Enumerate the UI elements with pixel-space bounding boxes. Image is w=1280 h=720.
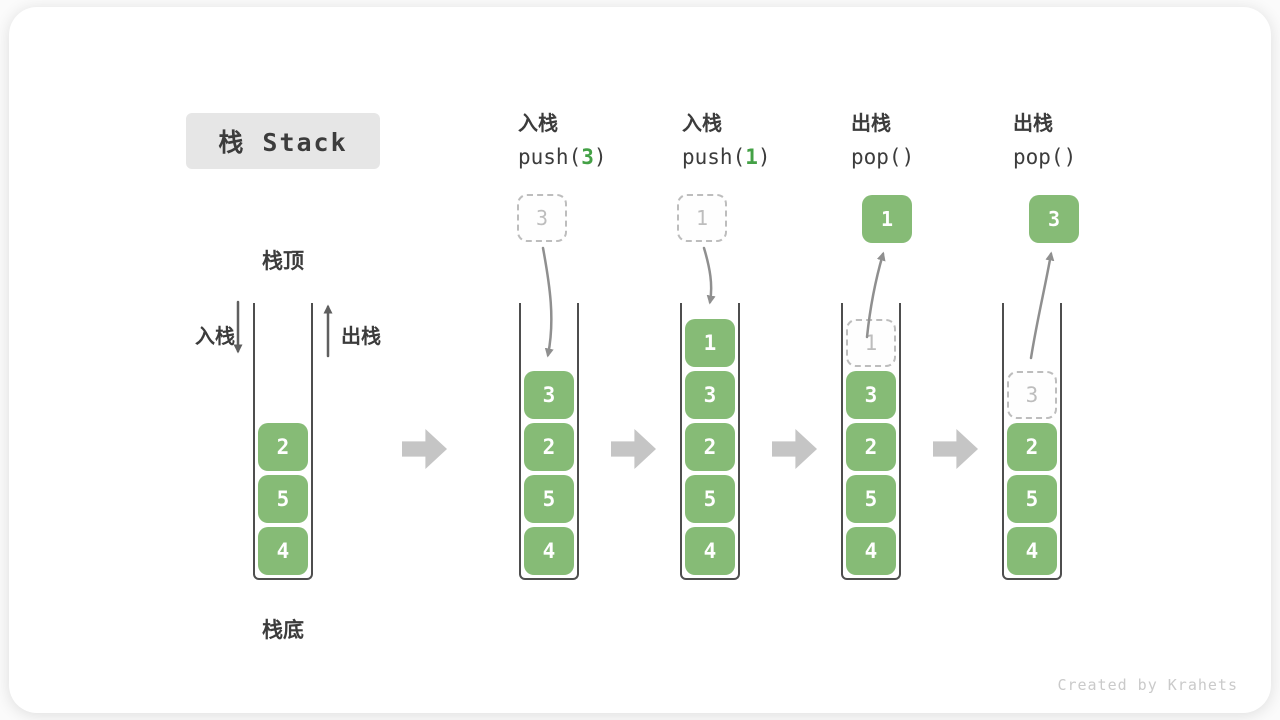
stack-cell: 5 bbox=[685, 475, 735, 523]
popped-element-box: 1 bbox=[862, 195, 912, 243]
stack-cell: 5 bbox=[846, 475, 896, 523]
step3-op-label: 出栈 bbox=[851, 111, 891, 135]
stack-cell: 2 bbox=[846, 423, 896, 471]
code-pre: push( bbox=[518, 145, 582, 169]
stack-cell-ghost: 3 bbox=[1007, 371, 1057, 419]
step2-op-label: 入栈 bbox=[682, 111, 722, 135]
stack-cell: 3 bbox=[524, 371, 574, 419]
stack-cell: 3 bbox=[685, 371, 735, 419]
stack-cell: 2 bbox=[1007, 423, 1057, 471]
code-arg: 1 bbox=[745, 145, 758, 169]
step4-op-code: pop() bbox=[1013, 145, 1076, 169]
incoming-element-box: 1 bbox=[677, 194, 727, 242]
pop-side-label: 出栈 bbox=[341, 324, 381, 348]
incoming-element-box: 3 bbox=[517, 194, 567, 242]
step4-op-label: 出栈 bbox=[1013, 111, 1053, 135]
stack-cell: 3 bbox=[846, 371, 896, 419]
step3-op-code: pop() bbox=[851, 145, 914, 169]
step1-op-code: push(3) bbox=[518, 145, 607, 169]
stack-top-label: 栈顶 bbox=[262, 249, 304, 273]
step3-header: 出栈 pop() bbox=[851, 107, 914, 169]
step2-op-code: push(1) bbox=[682, 145, 771, 169]
stack-container-after-pop1: 1 3 2 5 4 bbox=[841, 303, 901, 580]
push-side-label: 入栈 bbox=[195, 324, 235, 348]
code-pre: push( bbox=[682, 145, 746, 169]
step4-header: 出栈 pop() bbox=[1013, 107, 1076, 169]
stack-cell: 1 bbox=[685, 319, 735, 367]
stack-cell: 5 bbox=[524, 475, 574, 523]
step2-header: 入栈 push(1) bbox=[682, 107, 771, 169]
stack-container-initial: 2 5 4 bbox=[253, 303, 313, 580]
code-post: ) bbox=[1063, 145, 1077, 169]
step1-op-label: 入栈 bbox=[518, 111, 558, 135]
stack-bottom-label: 栈底 bbox=[262, 618, 304, 642]
code-post: ) bbox=[593, 145, 607, 169]
code-pre: pop( bbox=[1013, 145, 1064, 169]
stack-cell: 5 bbox=[258, 475, 308, 523]
diagram-title: 栈 Stack bbox=[186, 113, 380, 169]
stack-cell: 4 bbox=[685, 527, 735, 575]
popped-element-box: 3 bbox=[1029, 195, 1079, 243]
stack-cell: 4 bbox=[258, 527, 308, 575]
stack-container-after-pop3: 3 2 5 4 bbox=[1002, 303, 1062, 580]
stack-container-after-push3: 3 2 5 4 bbox=[519, 303, 579, 580]
code-post: ) bbox=[901, 145, 915, 169]
code-post: ) bbox=[757, 145, 771, 169]
stack-container-after-push1: 1 3 2 5 4 bbox=[680, 303, 740, 580]
code-arg: 3 bbox=[581, 145, 594, 169]
stack-cell: 2 bbox=[685, 423, 735, 471]
stack-cell: 5 bbox=[1007, 475, 1057, 523]
stack-cell: 2 bbox=[258, 423, 308, 471]
stack-cell: 4 bbox=[846, 527, 896, 575]
code-pre: pop( bbox=[851, 145, 902, 169]
step1-header: 入栈 push(3) bbox=[518, 107, 607, 169]
stack-cell: 2 bbox=[524, 423, 574, 471]
stack-cell: 4 bbox=[524, 527, 574, 575]
credit-text: Created by Krahets bbox=[1057, 676, 1238, 694]
stack-cell: 4 bbox=[1007, 527, 1057, 575]
stack-cell-ghost: 1 bbox=[846, 319, 896, 367]
